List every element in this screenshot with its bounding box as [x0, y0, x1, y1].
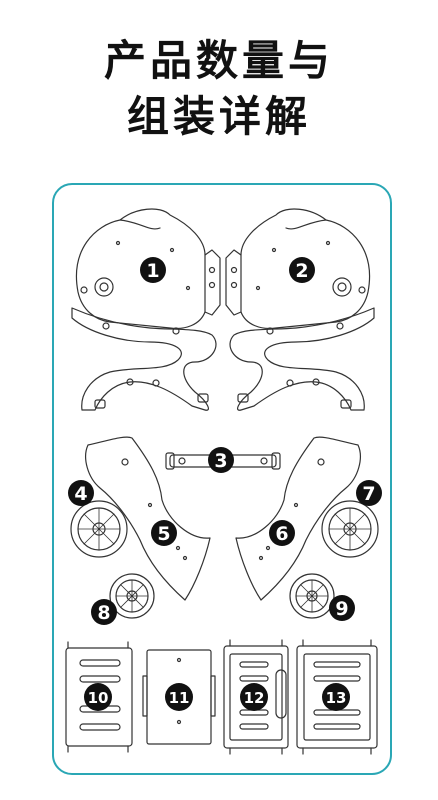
- badge-5-label: 5: [157, 523, 170, 545]
- part-9-wheel-small: [289, 573, 335, 619]
- badge-5: 5: [151, 520, 177, 546]
- badge-2: 2: [289, 257, 315, 283]
- badge-6-label: 6: [275, 523, 288, 545]
- part-10-slotted-panel: [65, 641, 133, 753]
- badge-1: 1: [140, 257, 166, 283]
- badge-11-label: 11: [169, 689, 190, 707]
- badge-13: 13: [322, 683, 350, 711]
- badge-13-label: 13: [326, 689, 347, 707]
- badge-3: 3: [208, 447, 234, 473]
- badge-10: 10: [84, 683, 112, 711]
- part-4-wheel-large: [70, 500, 128, 558]
- badge-11: 11: [165, 683, 193, 711]
- part-5-side-plate-left: [85, 436, 211, 601]
- badge-9-label: 9: [335, 598, 348, 620]
- part-7-wheel-large: [321, 500, 379, 558]
- badge-3-label: 3: [214, 450, 227, 472]
- badge-8-label: 8: [97, 602, 110, 624]
- badge-12-label: 12: [244, 689, 265, 707]
- badge-2-label: 2: [295, 260, 308, 282]
- badge-4-label: 4: [74, 483, 87, 505]
- badge-6: 6: [269, 520, 295, 546]
- badge-7-label: 7: [362, 483, 375, 505]
- part-11-plain-panel: [142, 649, 216, 745]
- badge-12: 12: [240, 683, 268, 711]
- badge-9: 9: [329, 595, 355, 621]
- title-line-2: 组装详解: [126, 92, 311, 141]
- part-1-body-left: [71, 208, 221, 411]
- badge-10-label: 10: [88, 689, 109, 707]
- badge-7: 7: [356, 480, 382, 506]
- title-line-1: 产品数量与: [103, 36, 334, 85]
- part-6-side-plate-right: [235, 436, 361, 601]
- part-8-wheel-small: [109, 573, 155, 619]
- part-2-body-right: [225, 208, 375, 411]
- badge-1-label: 1: [146, 260, 159, 282]
- badge-4: 4: [68, 480, 94, 506]
- badge-8: 8: [91, 599, 117, 625]
- part-12-framed-panel: [223, 639, 289, 755]
